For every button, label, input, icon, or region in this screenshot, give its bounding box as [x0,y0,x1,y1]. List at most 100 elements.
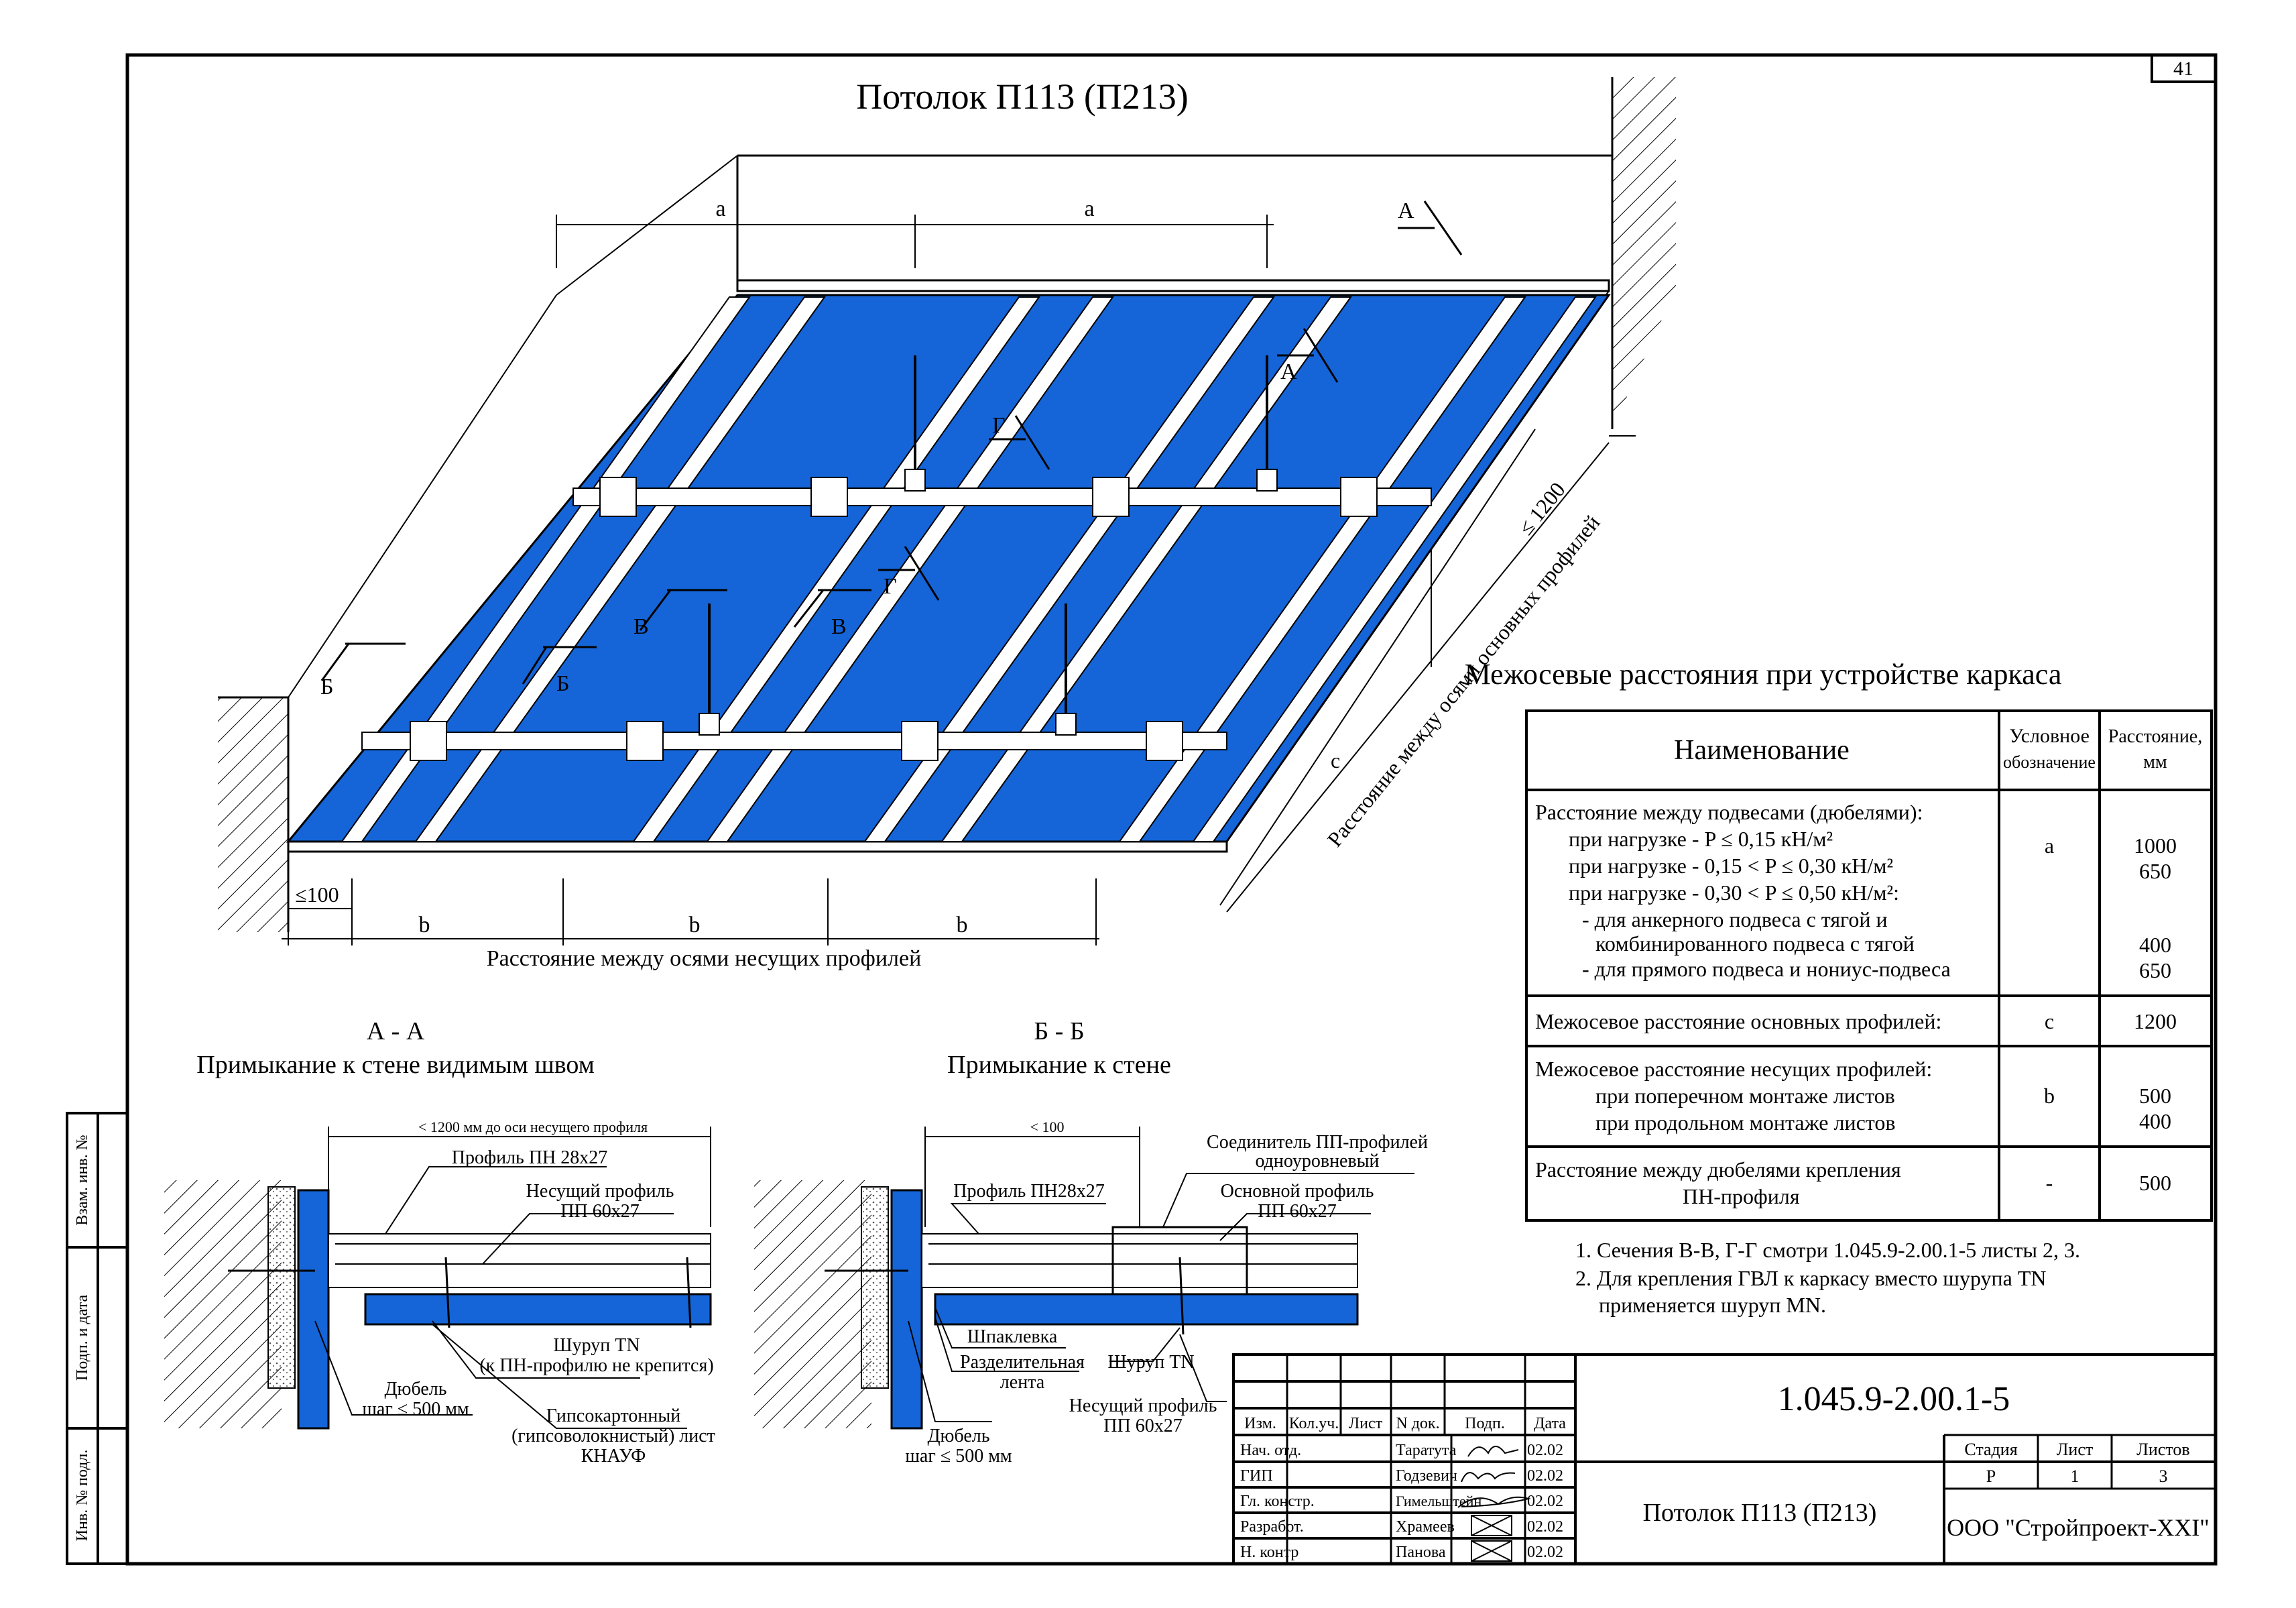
marker-B-2: Б [556,671,570,696]
bearing-axes-label: Расстояние между осями несущих профилей [487,946,922,971]
profile-connectors [410,477,1378,761]
note-2: 2. Для крепления ГВЛ к каркасу вместо шу… [1575,1266,2047,1290]
row3-line-3: при продольном монтаже листов [1595,1110,1895,1135]
section-b-title: Б - Б [1034,1017,1084,1045]
table-row-2: Межосевое расстояние основных профилей: … [1535,1009,2177,1033]
stamp-header-sign: Подп. [1465,1415,1505,1432]
edge-distance: ≤100 [295,882,339,907]
stamp-date-3: 02.02 [1527,1493,1563,1510]
section-a-drawing [164,1127,712,1430]
stamp-name-5: Панова [1396,1544,1446,1561]
row1-line-6: комбинированного подвеса с тягой [1595,931,1915,956]
section-b-dowel-1: Дюбель [927,1426,989,1446]
section-b-putty: Шпаклевка [967,1326,1058,1347]
side-stamp-inventory: Инв. № подл. [74,1450,91,1542]
marker-B-1: Б [320,675,334,699]
table-header-symbol-1: Условное [2009,725,2090,747]
row4-value: 500 [2139,1171,2171,1195]
section-b-drawing [754,1127,1414,1430]
side-stamp [66,1112,129,1565]
stamp-date-1: 02.02 [1527,1442,1563,1459]
stamp-sheets-header: Листов [2136,1440,2189,1459]
stamp-role-3: Гл. констр. [1240,1493,1315,1510]
spacing-table-grid [1525,709,2213,1222]
section-b-screw: Шуруп TN [1107,1352,1194,1373]
stamp-header-kol: Кол.уч. [1289,1415,1339,1432]
stamp-sheets: 3 [2159,1467,2168,1486]
marker-V-1: В [633,614,649,639]
section-a-subtitle: Примыкание к стене видимым швом [196,1051,595,1079]
stamp-name-4: Храмеев [1396,1518,1455,1536]
table-row-3: Межосевое расстояние несущих профилей: п… [1535,1057,2171,1135]
section-b-main-2: ПП 60х27 [1258,1201,1336,1222]
table-title: Межосевые расстояния при устройстве карк… [1465,658,2062,691]
hanger-brackets [699,469,1278,736]
section-b-subtitle: Примыкание к стене [947,1051,1171,1079]
section-a-board-3: КНАУФ [581,1446,646,1467]
section-b-dim: < 100 [1030,1118,1065,1135]
dim-b-1: b [419,913,430,937]
stamp-date-5: 02.02 [1527,1544,1563,1561]
stamp-code: 1.045.9-2.00.1-5 [1778,1380,2010,1418]
stamp-role-2: ГИП [1240,1467,1273,1485]
section-a-title: А - А [367,1017,425,1045]
sheet-number: 41 [2173,58,2193,80]
section-a-board-1: Гипсокартонный [546,1405,680,1426]
section-b-dowel-2: шаг ≤ 500 мм [905,1446,1012,1467]
section-b-connector-1: Соединитель ПП-профилей [1207,1132,1428,1153]
row3-line-1: Межосевое расстояние несущих профилей: [1535,1057,1932,1081]
stamp-stage: Р [1986,1467,1996,1486]
row1-line-3: при нагрузке - 0,15 < P ≤ 0,30 кН/м² [1569,854,1893,878]
section-a-carrier-2: ПП 60х27 [560,1201,639,1222]
side-stamp-signature: Подп. и дата [74,1295,91,1381]
side-stamp-replacement: Взам. инв. № [74,1135,91,1225]
dim-b-lines [282,855,1099,945]
row4-line-1: Расстояние между дюбелями крепления [1535,1157,1901,1182]
section-b-carrier-2: ПП 60х27 [1103,1416,1182,1436]
marker-V-2: В [831,614,847,639]
dim-a-lines [556,215,1274,268]
signatures [1457,1446,1531,1562]
section-a-board-2: (гипсоволокнистый) лист [511,1426,715,1446]
table-row-1: Расстояние между подвесами (дюбелями): п… [1535,800,2177,982]
section-b-connector-2: одноуровневый [1255,1151,1379,1171]
note-3: применяется шуруп MN. [1599,1293,1826,1317]
row1-symbol: a [2045,834,2054,858]
row4-line-2: ПН-профиля [1683,1184,1800,1208]
row2-symbol: c [2045,1009,2054,1033]
title-block-grid [1232,1353,2217,1565]
stamp-stage-header: Стадия [1964,1440,2017,1459]
section-b-main-1: Основной профиль [1221,1181,1374,1202]
row1-value-3: 400 [2139,933,2171,957]
left-wall-hatch [218,697,288,932]
marker-G-1: Г [992,413,1006,438]
section-a-dowel-1: Дюбель [384,1379,446,1399]
row3-value-1: 500 [2139,1084,2171,1108]
dim-a-2: a [1084,196,1094,221]
section-a-pn-label: Профиль ПН 28х27 [452,1147,608,1168]
row2-name: Межосевое расстояние основных профилей: [1535,1009,1941,1033]
row1-line-2: при нагрузке - P ≤ 0,15 кН/м² [1569,827,1833,851]
note-1: 1. Сечения В-В, Г-Г смотри 1.045.9-2.00.… [1575,1238,2080,1262]
ceiling-board-edge [287,840,1228,853]
carrier-profiles [361,487,1432,750]
marker-G-2: Г [884,574,897,599]
section-a-carrier-1: Несущий профиль [526,1181,674,1202]
marker-A-top: А [1398,198,1414,223]
sheet-frame [125,53,2218,1566]
table-header-symbol-2: обозначение [2003,752,2096,772]
isometric-view: a a ≤100 b b b Расстояние между осями не… [218,77,1676,971]
row1-value-1: 1000 [2134,834,2177,858]
row1-line-4: при нагрузке - 0,30 < P ≤ 0,50 кН/м²: [1569,880,1899,905]
stamp-date-4: 02.02 [1527,1518,1563,1536]
marker-A-mid: А [1280,359,1297,384]
dim-b-2: b [689,913,701,937]
row1-value-4: 650 [2139,958,2171,982]
row3-value-2: 400 [2139,1109,2171,1133]
section-b-tape-2: лента [1000,1372,1045,1393]
row1-line-1: Расстояние между подвесами (дюбелями): [1535,800,1923,824]
stamp-sheet-header: Лист [2057,1440,2093,1459]
table-header-dist-2: мм [2143,752,2167,772]
stamp-name-1: Таратута [1396,1442,1457,1459]
